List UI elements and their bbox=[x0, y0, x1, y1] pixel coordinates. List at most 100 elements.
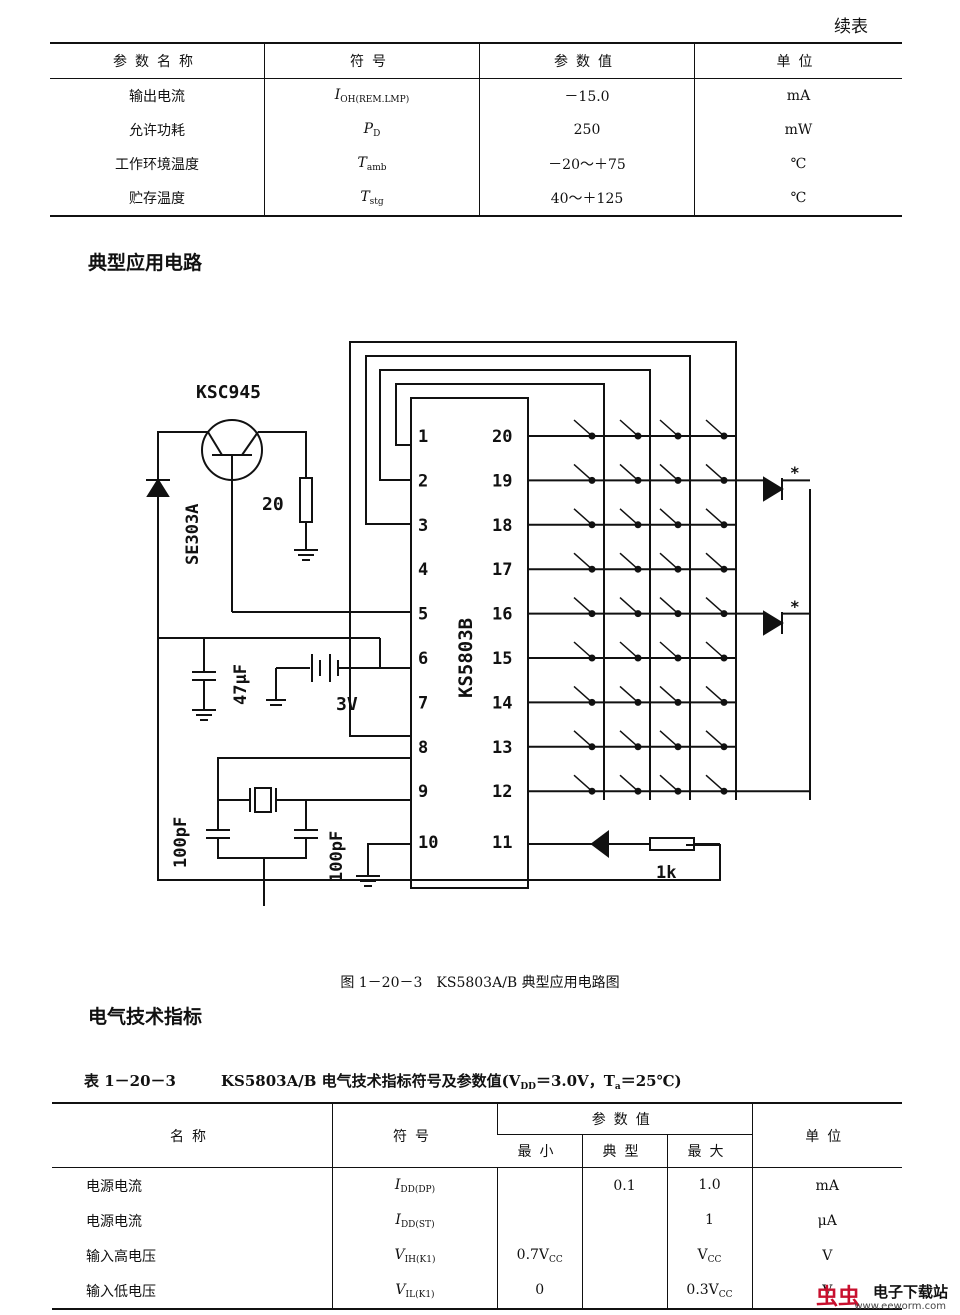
label-star-2: * bbox=[790, 597, 800, 616]
cell-min bbox=[497, 1203, 582, 1238]
cell-unit: V bbox=[751, 1238, 902, 1273]
key-switch bbox=[573, 463, 593, 481]
key-contact bbox=[720, 521, 728, 529]
ic-body bbox=[410, 397, 529, 889]
cell-unit: ℃ bbox=[694, 181, 902, 216]
label-47uf: 47μF bbox=[231, 664, 251, 705]
key-switch bbox=[573, 508, 593, 526]
key-switch bbox=[573, 552, 593, 570]
key-contact bbox=[674, 432, 682, 440]
cell-unit: ℃ bbox=[694, 147, 902, 181]
circuit-diagram: KSC945 20 SE303A 47μF 3V KS5803B 100pF 1… bbox=[146, 341, 811, 906]
key-switch bbox=[573, 419, 593, 437]
cell-symbol: VIH(K1) bbox=[332, 1238, 498, 1273]
key-contact bbox=[674, 743, 682, 751]
col-max: 最大 bbox=[666, 1134, 752, 1168]
cell-symbol: Tstg bbox=[264, 181, 480, 216]
col-typ: 典型 bbox=[581, 1134, 667, 1168]
key-contact bbox=[634, 521, 642, 529]
diode-row16 bbox=[763, 610, 784, 636]
cell-name: 输出电流 bbox=[129, 89, 185, 105]
key-contact bbox=[720, 610, 728, 618]
col-param: 参数值 bbox=[497, 1103, 752, 1135]
key-contact bbox=[674, 521, 682, 529]
cell-max: 1.0 bbox=[666, 1167, 752, 1203]
key-switch bbox=[705, 730, 725, 748]
key-switch bbox=[705, 774, 725, 792]
pin-label-right: 18 bbox=[492, 516, 512, 536]
pin-label-left: 7 bbox=[418, 693, 428, 713]
key-contact bbox=[588, 565, 596, 573]
label-se303a: SE303A bbox=[183, 504, 203, 565]
cell-name: 电源电流 bbox=[86, 1213, 142, 1230]
watermark-url: www.eeworm.com bbox=[854, 1301, 946, 1312]
key-contact bbox=[588, 654, 596, 662]
key-switch bbox=[705, 685, 725, 703]
cell-typ bbox=[581, 1238, 667, 1273]
key-contact bbox=[634, 743, 642, 751]
pin-label-left: 6 bbox=[418, 649, 428, 669]
section-title-specs: 电气技术指标 bbox=[88, 1006, 203, 1028]
label-r20: 20 bbox=[262, 494, 284, 515]
col-name: 参数名称 bbox=[50, 43, 265, 79]
key-contact bbox=[674, 654, 682, 662]
key-contact bbox=[588, 521, 596, 529]
key-switch bbox=[619, 774, 639, 792]
pin-label-right: 13 bbox=[492, 738, 512, 758]
key-switch bbox=[705, 597, 725, 615]
key-switch bbox=[659, 463, 679, 481]
figure-caption: 图 1－20－3 KS5803A/B 典型应用电路图 bbox=[340, 975, 620, 991]
key-switch bbox=[705, 641, 725, 659]
pin-label-right: 11 bbox=[492, 833, 512, 853]
key-switch bbox=[573, 774, 593, 792]
pin-label-left: 9 bbox=[418, 782, 428, 802]
cell-typ: 0.1 bbox=[581, 1167, 667, 1203]
col-value: 参数值 bbox=[479, 43, 695, 79]
pin-label-right: 15 bbox=[492, 649, 512, 669]
cell-unit: μA bbox=[751, 1203, 902, 1238]
key-switch bbox=[659, 508, 679, 526]
col-unit: 单位 bbox=[751, 1103, 902, 1168]
key-switch bbox=[573, 641, 593, 659]
cell-unit: mW bbox=[694, 113, 902, 147]
key-contact bbox=[634, 476, 642, 484]
col-unit: 单位 bbox=[694, 43, 902, 79]
diode-row19 bbox=[763, 476, 784, 502]
watermark-logo: 虫虫 bbox=[815, 1285, 860, 1310]
key-switch bbox=[705, 552, 725, 570]
key-contact bbox=[674, 610, 682, 618]
pin-label-left: 5 bbox=[418, 605, 428, 625]
pin-label-left: 4 bbox=[418, 560, 428, 580]
key-contact bbox=[720, 787, 728, 795]
col-symbol: 符号 bbox=[332, 1103, 498, 1168]
key-contact bbox=[674, 476, 682, 484]
key-switch bbox=[619, 641, 639, 659]
cell-name: 工作环境温度 bbox=[115, 157, 199, 173]
cell-min: 0.7VCC bbox=[497, 1238, 582, 1273]
cell-unit: V bbox=[751, 1273, 902, 1309]
key-contact bbox=[634, 787, 642, 795]
key-switch bbox=[659, 597, 679, 615]
cell-name: 允许功耗 bbox=[129, 123, 185, 139]
key-switch bbox=[619, 419, 639, 437]
key-switch bbox=[619, 508, 639, 526]
cell-symbol: VIL(K1) bbox=[332, 1273, 498, 1309]
label-ksc945: KSC945 bbox=[196, 382, 261, 403]
pin-label-right: 17 bbox=[492, 560, 512, 580]
cell-symbol: IOH(REM.LMP) bbox=[264, 78, 480, 113]
key-contact bbox=[588, 743, 596, 751]
cell-name: 输入低电压 bbox=[86, 1283, 156, 1300]
key-switch bbox=[573, 685, 593, 703]
pin-label-right: 19 bbox=[492, 471, 512, 491]
label-3v: 3V bbox=[336, 694, 358, 715]
col-symbol: 符号 bbox=[264, 43, 480, 79]
key-contact bbox=[720, 565, 728, 573]
cell-value: －20～＋75 bbox=[479, 147, 695, 181]
key-contact bbox=[720, 654, 728, 662]
